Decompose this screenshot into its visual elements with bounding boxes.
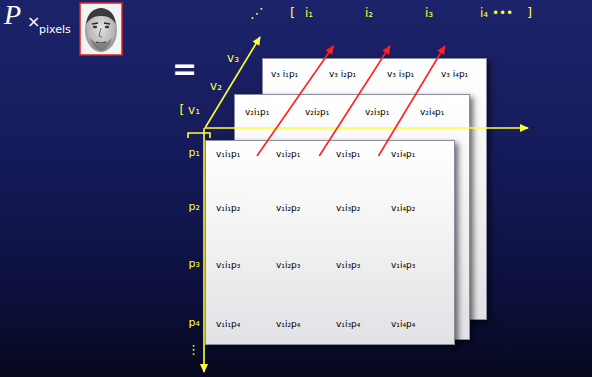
- tensor-entry: v₁i₃p₄: [336, 319, 360, 330]
- face-oval: [85, 8, 117, 52]
- vector-entry: p₃: [189, 258, 200, 270]
- vector-bracket: ]: [527, 6, 532, 20]
- face-brows: [92, 23, 110, 24]
- face-beard: [90, 38, 112, 51]
- tensor-entry: v₁i₄p₃: [391, 260, 415, 271]
- vector-bracket: [188, 133, 210, 138]
- tensor-entry: v₁i₁p₂: [216, 203, 240, 214]
- continuation-dots: ⋮: [187, 343, 200, 357]
- product-sign: ×: [27, 13, 40, 31]
- continuation-dots: ⋰: [250, 6, 264, 21]
- tensor-entry: v₁i₃p₃: [336, 260, 360, 271]
- tensor-entry: v₃ i₂p₁: [329, 69, 356, 80]
- tensor-symbol: P: [4, 0, 21, 31]
- tensor-entry: v₃ i₁p₁: [271, 69, 298, 80]
- tensor-entry: v₃ i₃p₁: [387, 69, 414, 80]
- vector-label: [ v₁: [180, 104, 200, 117]
- tensor-entry: v₂i₃p₁: [365, 107, 389, 118]
- mode-subscript: pixels: [39, 24, 71, 36]
- tensor-entry: v₁i₃p₁: [336, 149, 360, 160]
- tensor-entry: v₁i₂p₄: [276, 319, 300, 330]
- vector-entry: v₃: [227, 52, 239, 65]
- tensor-entry: v₁i₄p₁: [391, 149, 415, 160]
- tensor-entry: v₁i₂p₂: [276, 203, 300, 214]
- vector-entry: v₂: [210, 80, 222, 93]
- front-sheet: v₁i₁p₁ v₁i₂p₁ v₁i₃p₁ v₁i₄p₁ v₁i₁p₂ v₁i₂p₂ v₁i₃…: [205, 140, 455, 345]
- pixel-axis: [205, 127, 528, 129]
- face-hair: [86, 8, 116, 24]
- vector-bracket: [: [290, 6, 295, 20]
- tensor-entry: v₂i₁p₁: [245, 107, 269, 118]
- face-photo: [80, 3, 122, 55]
- vector-entry: p₄: [189, 317, 200, 329]
- face-nose: [99, 28, 102, 37]
- vector-entry: p₁: [189, 147, 200, 159]
- tensor-entry: v₁i₄p₄: [391, 319, 415, 330]
- vector-entry: i₂: [365, 7, 373, 20]
- vector-entry: i₄ •••: [480, 7, 513, 20]
- tensor-entry: v₁i₃p₂: [336, 203, 360, 214]
- vector-entry: i₃: [425, 7, 433, 20]
- depth-arrow: [319, 46, 390, 156]
- tensor-entry: v₁i₂p₁: [276, 149, 300, 160]
- v-axis: [205, 37, 260, 128]
- photo-frame: [80, 3, 122, 55]
- equals-sign: =: [172, 52, 197, 85]
- tensor-entry: v₁i₂p₃: [276, 260, 300, 271]
- tensor-entry: v₁i₁p₃: [216, 260, 240, 271]
- vector-entry: i₁: [305, 7, 313, 20]
- tensor-entry: v₁i₄p₂: [391, 203, 415, 214]
- tensor-entry: v₁i₁p₄: [216, 319, 240, 330]
- tensor-entry: v₁i₁p₁: [216, 149, 240, 160]
- tensor-entry: v₃ i₄p₁: [441, 69, 468, 80]
- face-eye: [105, 26, 109, 28]
- vector-entry: p₂: [189, 201, 200, 213]
- depth-arrow: [378, 46, 444, 156]
- face-mouth: [96, 42, 106, 43]
- depth-arrow: [257, 46, 334, 156]
- p-axis: [203, 128, 205, 372]
- tensor-entry: v₂i₄p₁: [420, 107, 444, 118]
- face-eye: [93, 26, 97, 28]
- tensor-entry: v₂i₂p₁: [305, 107, 329, 118]
